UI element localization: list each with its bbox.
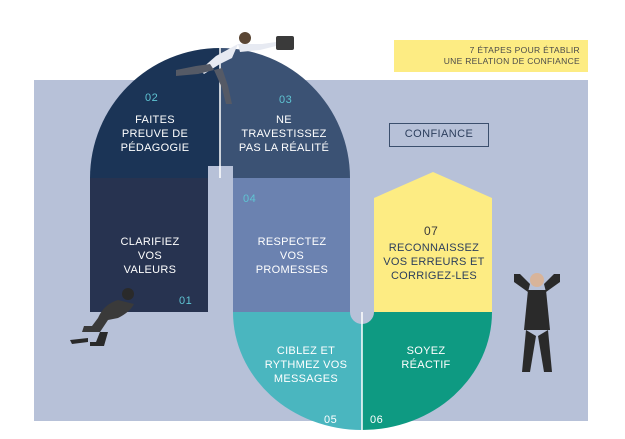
step-06-segment [362, 312, 492, 430]
step-07-line-1: RECONNAISSEZ [388, 242, 480, 254]
step-06-line-1: SOYEZ [406, 345, 446, 357]
step-07-text: RECONNAISSEZ VOS ERREURS ET CORRIGEZ-LES [376, 241, 492, 283]
step-04-number: 04 [243, 193, 257, 205]
crouching-man-figure [70, 288, 134, 346]
step-04-line-3: PROMESSES [255, 264, 329, 276]
step-02-number: 02 [145, 92, 159, 104]
step-03-text: NE TRAVESTISSEZ PAS LA RÉALITÉ [228, 113, 340, 155]
running-man-figure [176, 32, 294, 104]
step-06-line-2: RÉACTIF [401, 359, 451, 371]
step-03-number: 03 [279, 94, 293, 106]
step-02-line-1: FAITES [135, 114, 175, 126]
step-01-text: CLARIFIEZ VOS VALEURS [95, 235, 205, 277]
step-05-line-1: CIBLEZ ET [276, 345, 336, 357]
step-03-line-2: TRAVESTISSEZ [241, 128, 327, 140]
step-05-line-2: RYTHMEZ VOS [264, 359, 348, 371]
header-line-2: UNE RELATION DE CONFIANCE [443, 56, 580, 66]
step-06-text: SOYEZ RÉACTIF [372, 344, 480, 372]
step-04-text: RESPECTEZ VOS PROMESSES [236, 235, 348, 277]
step-07-number: 07 [424, 224, 439, 238]
step-03-line-1: NE [276, 114, 292, 126]
step-05-line-3: MESSAGES [273, 373, 339, 385]
step-03-segment [220, 48, 350, 178]
step-05-number: 05 [324, 414, 338, 426]
step-07-arrow [374, 172, 492, 312]
step-04-line-1: RESPECTEZ [257, 236, 327, 248]
step-05-segment [233, 312, 362, 430]
step-03-line-3: PAS LA RÉALITÉ [238, 142, 330, 154]
cheering-man-figure [514, 273, 560, 372]
step-07-line-2: VOS ERREURS ET [383, 256, 485, 268]
step-01-line-2: VOS [137, 250, 163, 262]
step-04-line-2: VOS [279, 250, 305, 262]
step-05-text: CIBLEZ ET RYTHMEZ VOS MESSAGES [250, 344, 362, 386]
goal-label: CONFIANCE [389, 123, 489, 147]
step-01-segment [90, 178, 208, 312]
step-01-line-1: CLARIFIEZ [120, 236, 180, 248]
step-02-segment [90, 48, 220, 178]
step-02-text: FAITES PREUVE DE PÉDAGOGIE [100, 113, 210, 155]
step-02-line-3: PÉDAGOGIE [120, 142, 190, 154]
step-02-line-2: PREUVE DE [121, 128, 189, 140]
step-04-segment [233, 178, 350, 312]
step-01-number: 01 [179, 295, 193, 307]
header-line-1: 7 ÉTAPES POUR ÉTABLIR [469, 45, 580, 55]
step-06-number: 06 [370, 414, 384, 426]
header-banner: 7 ÉTAPES POUR ÉTABLIR UNE RELATION DE CO… [394, 40, 588, 72]
step-01-line-3: VALEURS [123, 264, 177, 276]
step-07-line-3: CORRIGEZ-LES [390, 270, 478, 282]
